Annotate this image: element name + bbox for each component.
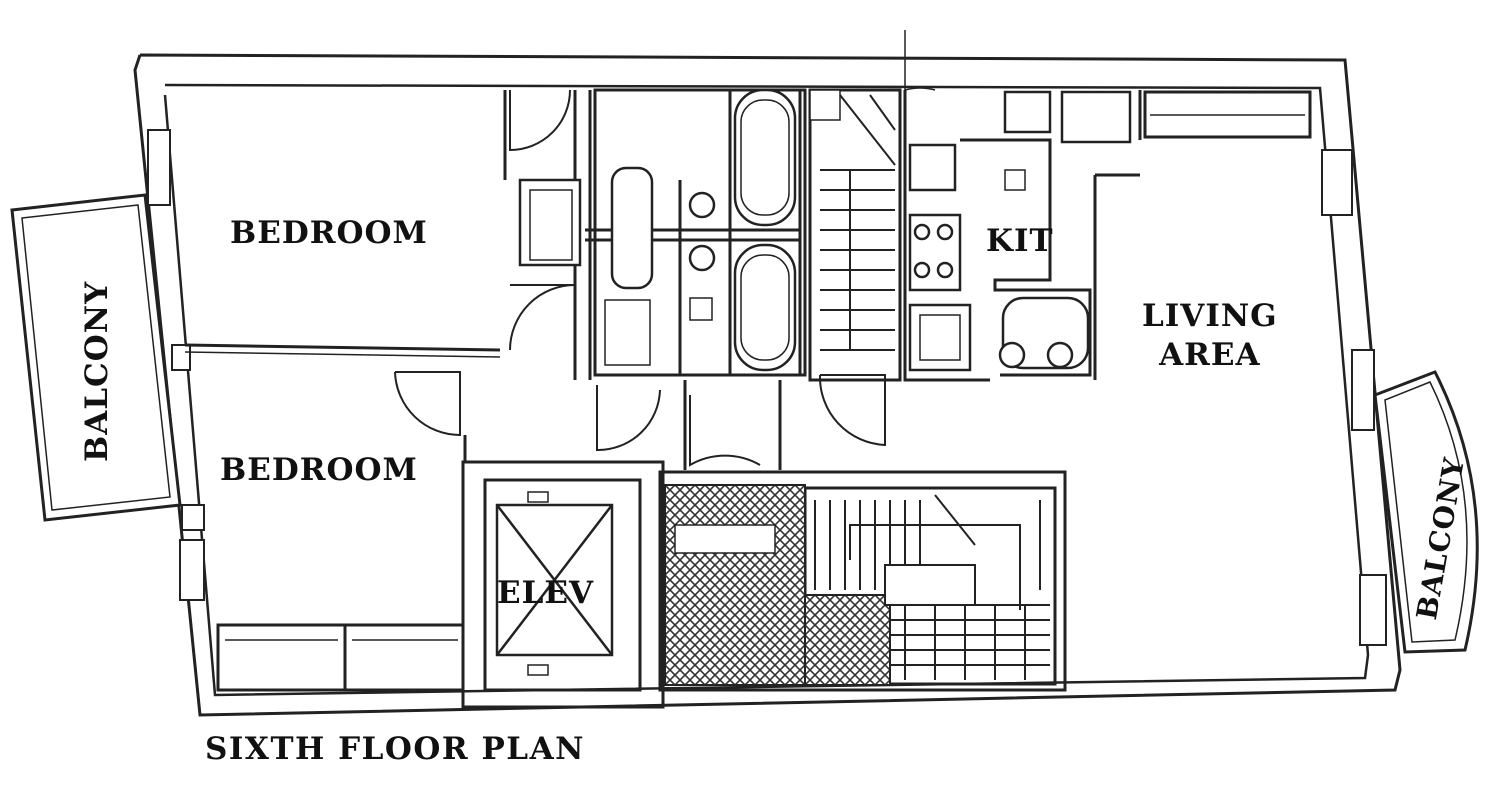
exterior-walls [133,53,1402,717]
bath-fixtures [518,88,841,372]
bedroom-upper-label: BEDROOM [230,215,428,251]
upper-stair [820,94,896,351]
lower-stair [814,494,1056,680]
living-area-line1: LIVING [1142,298,1278,334]
bedroom-lower-label: BEDROOM [220,452,418,488]
right-windows [1321,149,1387,646]
floor-plan-title: SIXTH FLOOR PLAN [205,731,585,767]
living-area-label: LIVING AREA [1142,297,1278,375]
lobby-hatch [664,484,891,686]
door-swings [394,30,936,467]
kitchen-label: KIT [986,223,1054,259]
elevator-label: ELEV [497,575,595,611]
kitchen-fixtures [908,90,1132,372]
balcony-right [1373,370,1479,654]
balcony-left-label: BALCONY [79,280,115,462]
balcony-left [10,193,182,522]
left-windows [147,129,205,601]
elevator-car [495,491,614,676]
living-area-line2: AREA [1159,336,1261,373]
